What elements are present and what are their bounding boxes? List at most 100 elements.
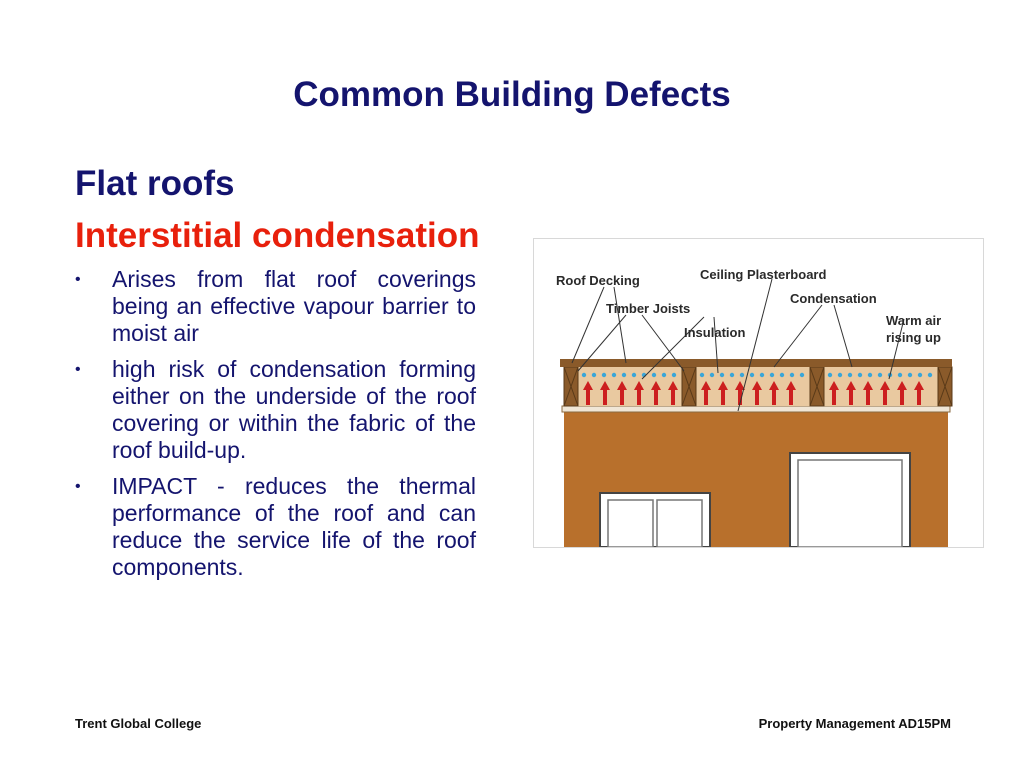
condensation-droplet [719,372,725,378]
leader-lines [571,278,905,412]
joist-cross-line [681,366,697,407]
warm-air-arrow-head [786,381,796,390]
door-panel [797,459,903,547]
warm-air-arrow-shaft [586,389,590,405]
condensation-droplet [857,372,863,378]
window-pane-left [607,499,654,547]
warm-air-arrow-shaft [832,389,836,405]
warm-air-arrow-head [701,381,711,390]
warm-air-arrow-shaft [849,389,853,405]
diagram-labels: Roof Decking Ceiling Plasterboard Timber… [556,267,941,345]
warm-air-arrow-head [846,381,856,390]
condensation-droplet [927,372,933,378]
condensation-droplet [877,372,883,378]
condensation-droplet [699,372,705,378]
joist-cross-line [809,366,825,407]
section-heading: Flat roofs [75,164,235,203]
joist-cross-line [563,366,579,407]
condensation-droplet [611,372,617,378]
warm-air-arrow-head [617,381,627,390]
warm-air-arrow-shaft [883,389,887,405]
condensation-droplet [581,372,587,378]
condensation-droplet [631,372,637,378]
roof-bays [563,366,953,407]
window-pane-right [656,499,703,547]
bullet-text: high risk of condensation forming either… [112,356,476,463]
warm-air-arrow-shaft [704,389,708,405]
condensation-droplet [847,372,853,378]
condensation-droplet [779,372,785,378]
condensation-droplet [591,372,597,378]
bullet-item: • Arises from flat roof coverings being a… [75,266,476,347]
label-timber-joists: Timber Joists [606,301,690,316]
label-insulation: Insulation [684,325,745,340]
warm-air-arrow-shaft [654,389,658,405]
warm-air-arrow-head [880,381,890,390]
warm-air-arrow-shaft [738,389,742,405]
footer-college: Trent Global College [75,716,202,731]
label-ceiling-plasterboard: Ceiling Plasterboard [700,267,826,282]
condensation-droplet [601,372,607,378]
condensation-droplet [799,372,805,378]
condensation-droplet [907,372,913,378]
warm-air-arrow-shaft [721,389,725,405]
bullet-text: IMPACT - reduces the thermal performance… [112,473,476,580]
warm-air-arrow-head [769,381,779,390]
condensation-droplet [897,372,903,378]
warm-air-arrow-shaft [603,389,607,405]
footer-course: Property Management AD15PM [758,716,951,731]
condensation-droplet [769,372,775,378]
roof-decking [560,359,952,367]
condensation-droplet [621,372,627,378]
warm-air-arrow-head [914,381,924,390]
label-condensation: Condensation [790,291,877,306]
warm-air-arrow-shaft [620,389,624,405]
warm-air-arrow-shaft [917,389,921,405]
warm-air-arrow-shaft [866,389,870,405]
condensation-droplet [709,372,715,378]
bullet-text: Arises from flat roof coverings being an… [112,266,476,346]
warm-air-arrow-head [752,381,762,390]
label-roof-decking: Roof Decking [556,273,640,288]
bullet-item: • high risk of condensation forming eithe… [75,356,476,464]
condensation-droplet [671,372,677,378]
bullet-dot: • [75,478,81,495]
section-subheading: Interstitial condensation [75,216,480,255]
warm-air-arrow-head [634,381,644,390]
bullet-dot: • [75,271,81,288]
warm-air-arrow-shaft [671,389,675,405]
warm-air-arrow-head [897,381,907,390]
joist-cross-line [937,366,953,407]
warm-air-arrow-shaft [755,389,759,405]
warm-air-arrow-head [651,381,661,390]
condensation-droplet [837,372,843,378]
slide-title: Common Building Defects [293,75,731,114]
condensation-droplet [827,372,833,378]
condensation-droplet [759,372,765,378]
warm-air-arrow-shaft [637,389,641,405]
condensation-droplet [729,372,735,378]
condensation-droplet [749,372,755,378]
warm-air-arrow-head [863,381,873,390]
condensation-droplet [867,372,873,378]
roof-diagram-svg: Roof Decking Ceiling Plasterboard Timber… [556,267,953,547]
warm-air-arrow-head [668,381,678,390]
condensation-droplet [651,372,657,378]
bullet-list: • Arises from flat roof coverings being a… [75,266,476,590]
warm-air-arrow-head [735,381,745,390]
condensation-droplet [739,372,745,378]
condensation-droplet [917,372,923,378]
bullet-dot: • [75,361,81,378]
warm-air-arrow-head [600,381,610,390]
warm-air-arrow-head [718,381,728,390]
warm-air-arrow-shaft [789,389,793,405]
warm-air-arrow-shaft [772,389,776,405]
bullet-item: • IMPACT - reduces the thermal performanc… [75,473,476,581]
roof-diagram: Roof Decking Ceiling Plasterboard Timber… [533,238,984,548]
warm-air-arrow-head [829,381,839,390]
condensation-droplet [661,372,667,378]
label-warm-air-line2: rising up [886,330,941,345]
label-warm-air-line1: Warm air [886,313,941,328]
condensation-droplet [789,372,795,378]
warm-air-arrow-head [583,381,593,390]
